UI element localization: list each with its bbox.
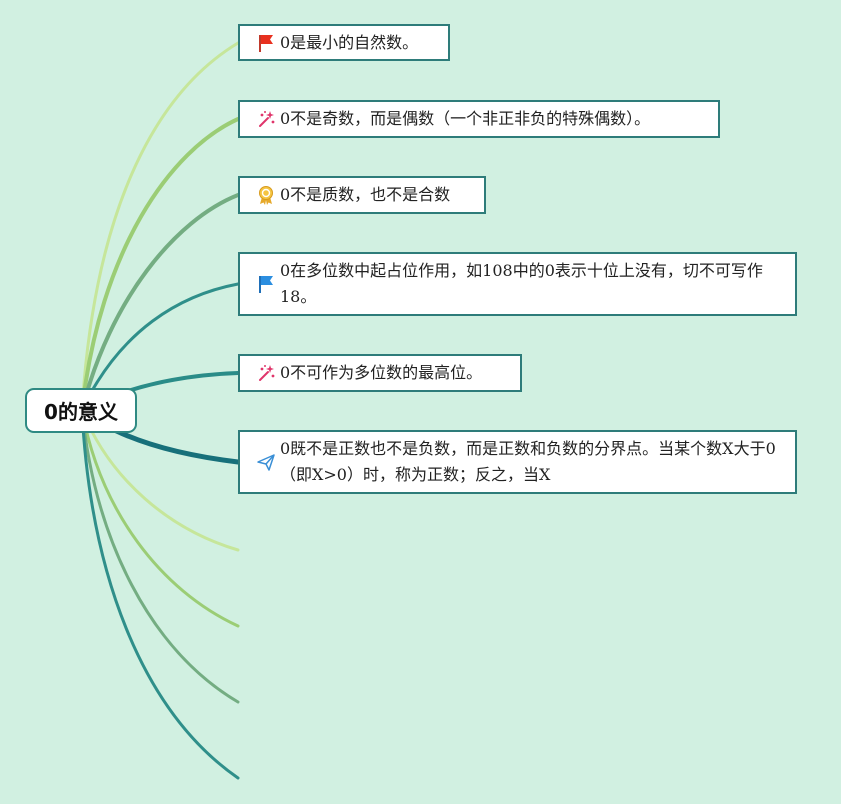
topic-node-text: 0是最小的自然数。: [280, 32, 419, 52]
branch-line-1: [80, 41, 240, 412]
topic-node-even-number[interactable]: 0不是奇数，而是偶数（一个非正非负的特殊偶数）。: [238, 100, 720, 138]
branch-line-2: [80, 117, 240, 412]
branch-line-8: [80, 408, 240, 628]
branch-line-3: [80, 193, 240, 412]
root-topic-label: 0的意义: [44, 400, 118, 424]
topic-node-text: 0不是质数，也不是合数: [280, 185, 451, 204]
topic-node-not-prime[interactable]: 0不是质数，也不是合数: [238, 176, 486, 214]
sparkle-wand-icon: [256, 363, 276, 383]
root-topic[interactable]: 0的意义: [25, 388, 137, 433]
topic-node-placeholder-role[interactable]: 0在多位数中起占位作用，如108中的0表示十位上没有，切不可写作18。: [238, 252, 797, 316]
branch-line-4: [80, 282, 240, 412]
branch-line-7: [80, 408, 240, 552]
topic-node-text: 0不可作为多位数的最高位。: [280, 363, 483, 382]
topic-node-text: 0既不是正数也不是负数，而是正数和负数的分界点。当某个数X大于0（即X>0）时，…: [280, 439, 776, 484]
sparkle-wand-icon: [256, 109, 276, 129]
branch-line-10: [80, 408, 240, 780]
blue-flag-icon: [256, 274, 276, 294]
paper-plane-icon: [256, 452, 276, 472]
branch-line-9: [80, 408, 240, 704]
topic-node-sign-boundary[interactable]: 0既不是正数也不是负数，而是正数和负数的分界点。当某个数X大于0（即X>0）时，…: [238, 430, 797, 494]
topic-node-text: 0不是奇数，而是偶数（一个非正非负的特殊偶数）。: [280, 109, 651, 128]
topic-node-not-highest-digit[interactable]: 0不可作为多位数的最高位。: [238, 354, 522, 392]
award-ribbon-icon: [256, 185, 276, 205]
red-flag-icon: [256, 33, 276, 53]
topic-node-text: 0在多位数中起占位作用，如108中的0表示十位上没有，切不可写作18。: [280, 261, 763, 306]
topic-node-smallest-natural-number[interactable]: 0是最小的自然数。: [238, 24, 450, 61]
